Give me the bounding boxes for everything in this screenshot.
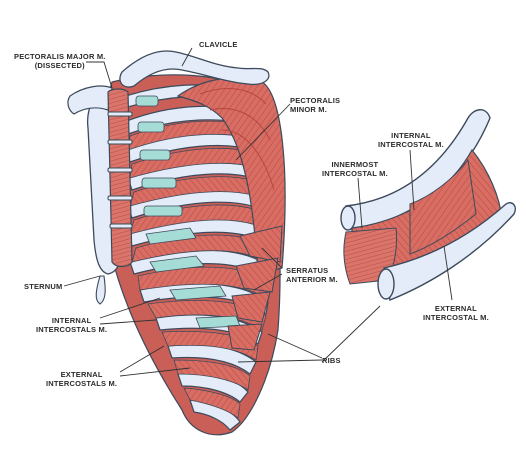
label-external-intercostals-line2: INTERCOSTALS M. (46, 379, 118, 388)
label-pectoralis-major-line2: (DISSECTED) (34, 61, 85, 70)
label-sternum-line1: STERNUM (24, 282, 63, 291)
label-internal-intercostal-detail-line1: INTERNAL (391, 131, 431, 140)
manubrium (67, 85, 113, 115)
label-clavicle-line1: CLAVICLE (199, 40, 238, 49)
label-internal-intercostal-detail-line2: INTERCOSTAL M. (378, 140, 444, 149)
label-ribs-line1: RIBS (322, 356, 341, 365)
intercostal-detail (340, 109, 516, 301)
label-pectoralis-major-line1: PECTORALIS MAJOR M. (14, 52, 106, 61)
label-internal-intercostals-line2: INTERCOSTALS M. (36, 325, 108, 334)
leader-lines (63, 47, 453, 377)
pectoralis-minor-fibres (199, 88, 275, 191)
label-pectoralis-minor-line2: MINOR M. (290, 105, 328, 114)
pectoralis-major-muscle (107, 88, 133, 268)
label-serratus-anterior-line1: SERRATUS (286, 266, 329, 275)
label-internal-intercostals-line1: INTERNAL (51, 316, 92, 325)
costal-cartilage (135, 95, 241, 329)
label-serratus-anterior: SERRATUS ANTERIOR M. (286, 266, 338, 284)
serratus-anterior-muscle (227, 225, 283, 351)
label-internal-intercostal-detail: INTERNAL INTERCOSTAL M. (378, 131, 444, 149)
label-external-intercostals-line1: EXTERNAL (60, 370, 103, 379)
label-external-intercostal-detail: EXTERNAL INTERCOSTAL M. (423, 304, 489, 322)
clavicle-bone (119, 50, 270, 88)
label-external-intercostal-detail-line2: INTERCOSTAL M. (423, 313, 489, 322)
label-external-intercostals: EXTERNAL INTERCOSTALS M. (46, 370, 117, 388)
label-pectoralis-major: PECTORALIS MAJOR M. (DISSECTED) (14, 52, 106, 70)
label-innermost-intercostal: INNERMOST INTERCOSTAL M. (322, 160, 388, 178)
rib-cage (67, 50, 286, 436)
label-clavicle: CLAVICLE (199, 40, 238, 49)
xiphoid-process (95, 275, 106, 305)
label-pectoralis-minor: PECTORALIS MINOR M. (290, 96, 340, 114)
label-serratus-anterior-line2: ANTERIOR M. (286, 275, 338, 284)
label-pectoralis-minor-line1: PECTORALIS (290, 96, 341, 105)
sternum-ridges (107, 111, 133, 229)
label-sternum: STERNUM (24, 282, 62, 291)
label-innermost-intercostal-line1: INNERMOST (331, 160, 379, 169)
label-external-intercostal-detail-line1: EXTERNAL (434, 304, 477, 313)
label-innermost-intercostal-line2: INTERCOSTAL M. (322, 169, 388, 178)
label-ribs: RIBS (322, 356, 341, 365)
label-internal-intercostals: INTERNAL INTERCOSTALS M. (36, 316, 107, 334)
detail-internal-intercostal (409, 158, 477, 255)
